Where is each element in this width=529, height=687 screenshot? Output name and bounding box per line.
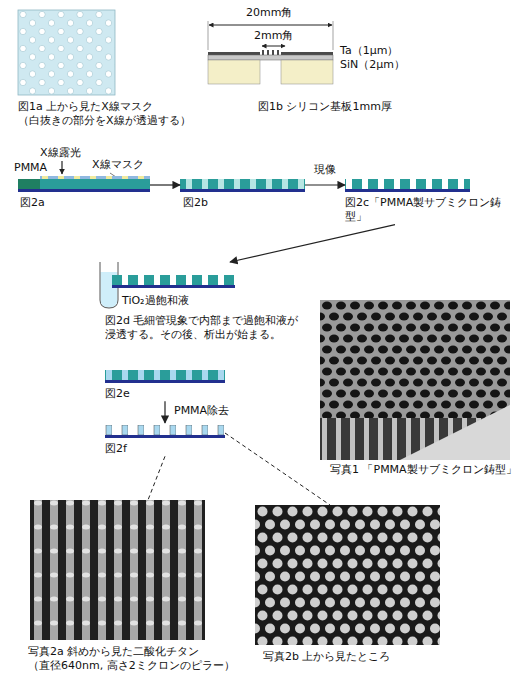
immersion-step	[100, 262, 235, 308]
process-arrow	[164, 401, 165, 423]
figure-caption: 図1b シリコン基板1mm厚	[205, 100, 395, 114]
mold-holes	[112, 275, 235, 285]
part-label: Ta（1μm）	[340, 44, 398, 57]
process-arrow	[150, 184, 180, 185]
sin-membrane	[208, 55, 333, 60]
pmma-edge	[18, 179, 40, 189]
mask-square	[18, 10, 115, 95]
sem-edge	[400, 405, 510, 460]
figure-panel: 写真2b 上から見たところ	[255, 505, 445, 664]
pmma-mold	[345, 179, 470, 192]
process-arrow	[305, 184, 345, 185]
pillars	[105, 425, 225, 435]
figure-caption: 写真2a 斜めから見た二酸化チタン （直径640nm, 高さ2ミクロンのピラー）	[28, 645, 253, 674]
ta-absorber	[272, 50, 274, 55]
sem-ground	[255, 505, 440, 645]
figure-panel: 図2a	[18, 176, 150, 210]
ta-absorber	[262, 50, 264, 55]
part-label: PMMA	[14, 161, 47, 174]
figure-caption: 図2b	[180, 196, 305, 210]
pmma-layer	[112, 275, 235, 285]
part-label: 2mm角	[254, 29, 293, 42]
extension-line	[333, 21, 334, 50]
figure-panel: 写真2a 斜めから見た二酸化チタン （直径640nm, 高さ2ミクロンのピラー）	[28, 500, 253, 674]
figure-panel: 図2f	[105, 423, 225, 456]
part-label: TiO₂過飽和液	[122, 294, 189, 307]
pmma-layer	[18, 179, 150, 189]
sem-ground	[30, 500, 205, 640]
filled-mold	[105, 370, 225, 383]
ta-layer	[208, 52, 260, 55]
sem-photo-oblique	[30, 500, 205, 640]
figure-panel: 図1a 上から見たX線マスク （白抜きの部分をX線が透過する）	[18, 10, 203, 129]
part-label: 20mm角	[246, 6, 292, 19]
dashed-connector	[225, 433, 330, 505]
ta-absorber	[267, 50, 269, 55]
figure-caption: 写真1 「PMMA製サブミクロン鋳型」	[320, 463, 520, 477]
substrate	[105, 380, 225, 383]
mask-cross-section	[208, 21, 333, 84]
silicon-substrate	[208, 60, 260, 84]
sem-pillars	[30, 500, 205, 640]
figure-caption: 図2e	[105, 387, 225, 401]
substrate	[345, 189, 470, 192]
step-label: 現像	[313, 163, 337, 176]
figure-panel: 図2e	[105, 368, 225, 401]
figure-caption: 図2c「PMMA製サブミクロン鋳型」	[345, 196, 520, 225]
ta-absorber	[277, 50, 279, 55]
sem-holes	[320, 300, 510, 418]
part-label: X線マスク	[92, 158, 144, 171]
part-label: SiN（2μm）	[340, 58, 405, 71]
figure-panel: 図2c「PMMA製サブミクロン鋳型」	[345, 176, 520, 225]
sem-ground	[320, 300, 510, 460]
dimension-line	[262, 46, 285, 47]
pmma-layer	[180, 179, 305, 189]
step-label: PMMA除去	[173, 404, 230, 417]
xray-mask-top	[18, 10, 115, 95]
exposed-pmma	[180, 179, 305, 192]
substrate	[180, 189, 305, 192]
mask-strip	[40, 176, 150, 179]
exposed-regions	[180, 179, 305, 189]
sem-photo-top	[255, 505, 440, 645]
pmma-layer	[345, 179, 470, 189]
figure-caption: 写真2b 上から見たところ	[255, 650, 445, 664]
pmma-layer	[105, 370, 225, 380]
dimension-line	[209, 25, 332, 26]
tio2-pillars	[105, 425, 225, 438]
mask-absorbers	[40, 176, 150, 179]
substrate	[105, 435, 225, 438]
part-label: X線露光	[40, 146, 81, 159]
sem-photo-mold	[320, 300, 510, 460]
extension-line	[208, 21, 209, 50]
figure-caption: 図2f	[105, 442, 225, 456]
xray-arrow	[61, 161, 62, 174]
substrate	[112, 285, 235, 288]
sem-pillars	[255, 505, 440, 645]
figure-panel: 写真1 「PMMA製サブミクロン鋳型」	[320, 300, 520, 477]
figure-caption: 図2d 毛細管現象で内部まで過飽和液が浸透する。その後、析出が始まる。	[100, 314, 303, 343]
figure-caption: 図1a 上から見たX線マスク （白抜きの部分をX線が透過する）	[18, 100, 203, 129]
figure-caption: 図2a	[18, 196, 150, 210]
ta-layer	[281, 52, 333, 55]
tio2-filling	[105, 370, 225, 380]
substrate	[18, 189, 150, 192]
dashed-connector	[148, 456, 165, 500]
figure-panel: 図2b	[180, 176, 305, 210]
mold-holes	[345, 179, 470, 189]
mask-holes	[18, 10, 115, 95]
silicon-substrate	[281, 60, 333, 84]
process-arrow	[230, 225, 395, 262]
